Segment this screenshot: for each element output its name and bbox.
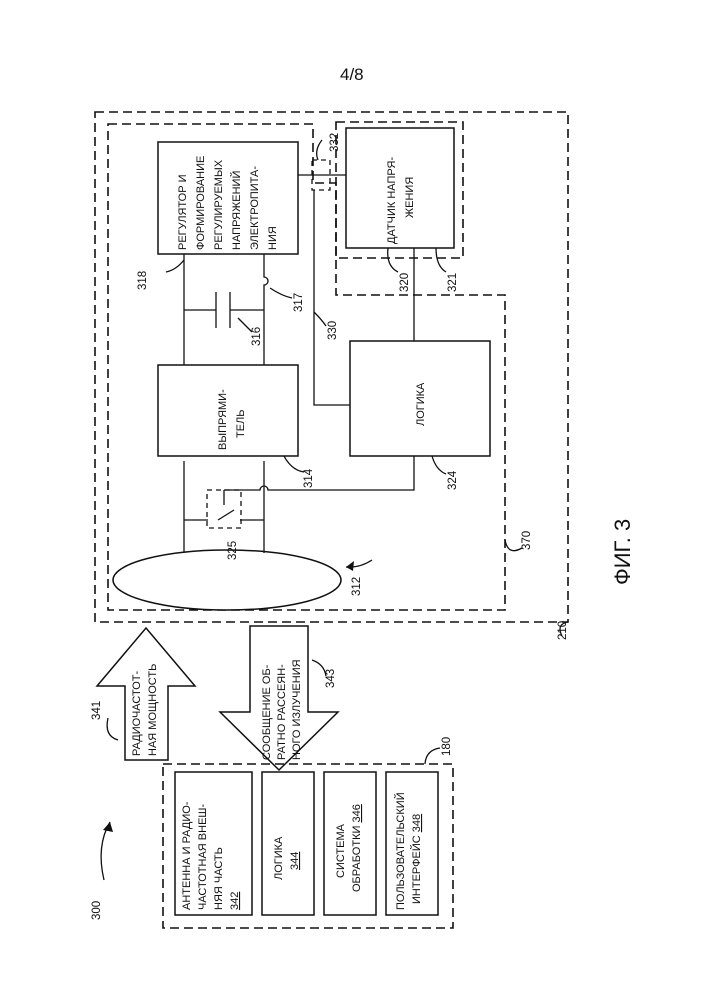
- leader-324: [432, 456, 446, 474]
- ref-320: 320: [399, 273, 411, 292]
- ui-num: 348: [411, 814, 423, 832]
- reader-processing-block: [324, 772, 376, 915]
- leader-180: [425, 748, 440, 764]
- backscatter-label: СООБЩЕНИЕ ОБ- РАТНО РАССЕЯН- НОГО ИЗЛУЧЕ…: [261, 659, 303, 760]
- ref-343: 343: [325, 669, 337, 688]
- ref-180: 180: [441, 737, 453, 756]
- ref-316: 316: [251, 327, 263, 346]
- processing-line-1: СИСТЕМА: [335, 823, 347, 878]
- reader-logic-num: 344: [289, 852, 301, 870]
- leader-341: [107, 718, 118, 740]
- ui-text: ИНТЕРФЕЙС: [410, 832, 423, 904]
- rf-power-line-1: РАДИОЧАСТОТ-: [131, 671, 143, 756]
- antenna-num: 342: [229, 892, 241, 910]
- line-330: [314, 190, 350, 405]
- leader-332: [317, 140, 322, 160]
- ref-300: 300: [91, 901, 103, 920]
- regulator-line-3: РЕГУЛИРУЕМЫХ: [213, 159, 225, 250]
- processing-line-2: ОБРАБОТКИ 346: [351, 804, 363, 892]
- sensor-line-1: ДАТЧИК НАПРЯ-: [386, 157, 398, 244]
- rectifier-line-1: ВЫПРЯМИ-: [217, 389, 229, 450]
- page-number: 4/8: [340, 65, 364, 84]
- regulator-line-1: РЕГУЛЯТОР И: [177, 175, 189, 251]
- regulator-line-2: ФОРМИРОВАНИЕ: [195, 156, 207, 250]
- rf-power-arrow: [97, 628, 195, 760]
- ui-line-2: ИНТЕРФЕЙС 348: [410, 814, 423, 904]
- ref-312: 312: [351, 577, 363, 596]
- antenna-line-1: АНТЕННА И РАДИО-: [181, 801, 193, 910]
- ref-330: 330: [327, 321, 339, 340]
- ref-325: 325: [227, 541, 239, 560]
- reader-logic-text: ЛОГИКА: [273, 836, 285, 880]
- backscatter-line-3: НОГО ИЗЛУЧЕНИЯ: [291, 659, 303, 760]
- switch-blade: [218, 510, 234, 520]
- switch-ctrl-line: [224, 456, 414, 490]
- regulator-line-6: НИЯ: [267, 226, 279, 250]
- rectifier-line-2: ТЕЛЬ: [235, 410, 247, 439]
- sensor-line-2: ЖЕНИЯ: [404, 177, 416, 218]
- backscatter-line-2: РАТНО РАССЕЯН-: [276, 664, 288, 760]
- leader-318: [166, 260, 184, 272]
- leader-321: [436, 248, 446, 272]
- ref-324: 324: [447, 470, 459, 490]
- ref-318: 318: [137, 271, 149, 290]
- voltage-sensor-block: [346, 128, 454, 248]
- reader-logic-block: [262, 772, 314, 915]
- processing-num: 346: [351, 804, 363, 822]
- figure-label: ФИГ. 3: [610, 519, 635, 585]
- processing-text: ОБРАБОТКИ: [351, 823, 363, 892]
- leader-317: [270, 288, 292, 298]
- leader-316: [238, 318, 252, 332]
- ref-210: 210: [557, 621, 569, 640]
- logic-label: ЛОГИКА: [415, 382, 427, 426]
- rf-power-line-2: НАЯ МОЩНОСТЬ: [147, 664, 159, 756]
- ref-321: 321: [447, 273, 459, 292]
- arrowhead-300: [103, 822, 113, 832]
- arrowhead-312: [346, 561, 354, 571]
- backscatter-line-1: СООБЩЕНИЕ ОБ-: [261, 664, 273, 760]
- antenna-line-2: ЧАСТОТНАЯ ВНЕШ-: [197, 804, 209, 910]
- antenna-line-3: НЯЯ ЧАСТЬ: [213, 847, 225, 910]
- rail-bottom-dc: [264, 254, 268, 365]
- leader-320: [388, 248, 398, 272]
- ref-314: 314: [303, 468, 315, 488]
- ref-332: 332: [329, 133, 341, 152]
- ref-317: 317: [293, 293, 305, 312]
- leader-330: [314, 312, 326, 326]
- regulator-line-5: ЭЛЕКТРОПИТА-: [249, 166, 261, 250]
- leader-343: [312, 660, 326, 676]
- leader-370: [505, 540, 522, 551]
- ui-line-1: ПОЛЬЗОВАТЕЛЬСКИЙ: [394, 792, 407, 910]
- ref-341: 341: [91, 701, 103, 720]
- regulator-line-4: НАПРЯЖЕНИЙ: [230, 171, 243, 250]
- ref-370: 370: [521, 531, 533, 550]
